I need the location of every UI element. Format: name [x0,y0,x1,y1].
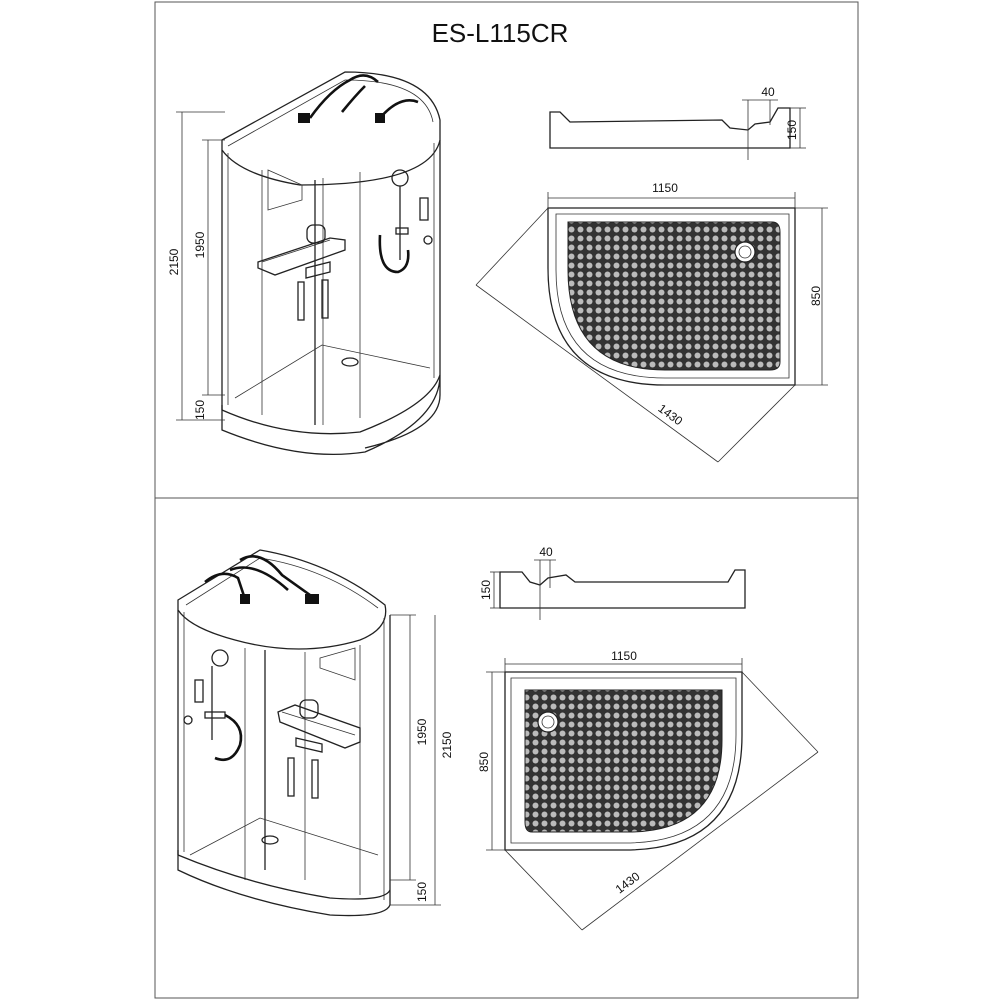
cabin-view-left [177,549,391,917]
cabin-view-right [221,71,441,456]
dim-total-height-bottom: 2150 [440,731,454,758]
dim-tray-height-bottom: 150 [415,882,429,902]
sheet-frame [154,1,859,999]
dim-width-bottom: 1150 [611,649,637,663]
dim-diagonal-top: 1430 [655,401,685,428]
dim-cabin-height-bottom: 1950 [415,718,429,745]
height-dimensions-bottom: 1950 2150 150 [390,614,454,906]
dim-tray-height: 150 [193,400,207,420]
dim-width-top: 1150 [652,181,678,195]
dim-cabin-height: 1950 [193,231,207,258]
dim-depth-top: 850 [809,286,823,306]
dim-total-height: 2150 [167,248,181,275]
tray-plan-left: 1150 850 1430 [477,649,819,931]
dim-profile-height-top: 150 [785,120,799,140]
tray-profile-right: 40 150 [549,85,806,160]
dim-drain-offset-bottom: 40 [539,545,553,559]
dim-depth-bottom: 850 [477,752,491,772]
model-title: ES-L115CR [432,18,569,48]
tray-profile-left: 40 150 [479,545,746,620]
dim-drain-offset-top: 40 [761,85,775,99]
height-dimensions-top: 2150 1950 150 [167,111,225,421]
dim-profile-height-bottom: 150 [479,580,493,600]
tray-plan-right: 1150 850 1430 [475,181,828,463]
dim-diagonal-bottom: 1430 [613,869,643,896]
